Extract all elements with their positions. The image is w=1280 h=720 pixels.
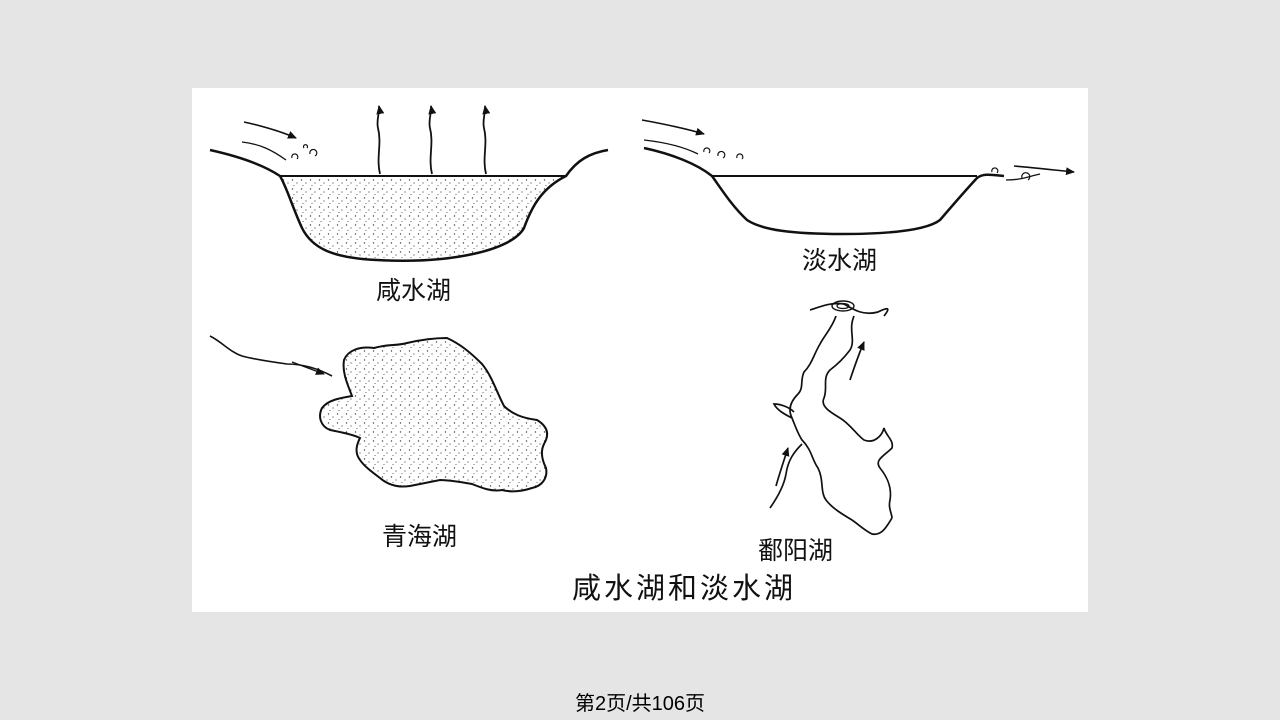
page-indicator: 第2页/共106页 (574, 693, 706, 715)
figure-caption: 咸水湖和淡水湖 (572, 571, 797, 605)
inflow-wind-arrow (641, 119, 705, 136)
wind-arrow (243, 121, 297, 139)
salt-lake-cross-section (209, 105, 609, 262)
yangtze-river (809, 302, 889, 317)
fresh-lake-cross-section (641, 119, 1075, 236)
river-inflow-south (769, 443, 803, 509)
poyang-lake-label: 鄱阳湖 (758, 536, 834, 565)
evaporation-arrows (376, 105, 491, 175)
salt-lake-water (280, 176, 566, 261)
river-arrow-north (849, 341, 865, 381)
outflow-arrow (1013, 165, 1075, 176)
inflow-arrow (291, 361, 325, 375)
poyang-west-shore (789, 315, 893, 536)
slide: 咸水湖 淡水湖 青海湖 鄱阳湖 咸水湖和淡水湖 (192, 88, 1088, 612)
poyang-east-shore (822, 315, 894, 519)
qinghai-lake-label: 青海湖 (382, 522, 458, 551)
lake-diagram (209, 105, 1075, 536)
salt-lake-label: 咸水湖 (376, 276, 452, 305)
poyang-lake-map (769, 300, 894, 536)
fresh-lake-basin (643, 146, 1005, 236)
qinghai-lake-map (209, 335, 549, 493)
fresh-lake-label: 淡水湖 (802, 246, 878, 275)
qinghai-lake-outline (319, 336, 549, 493)
inflow-river (209, 335, 333, 377)
river-arrow-south (775, 447, 790, 487)
